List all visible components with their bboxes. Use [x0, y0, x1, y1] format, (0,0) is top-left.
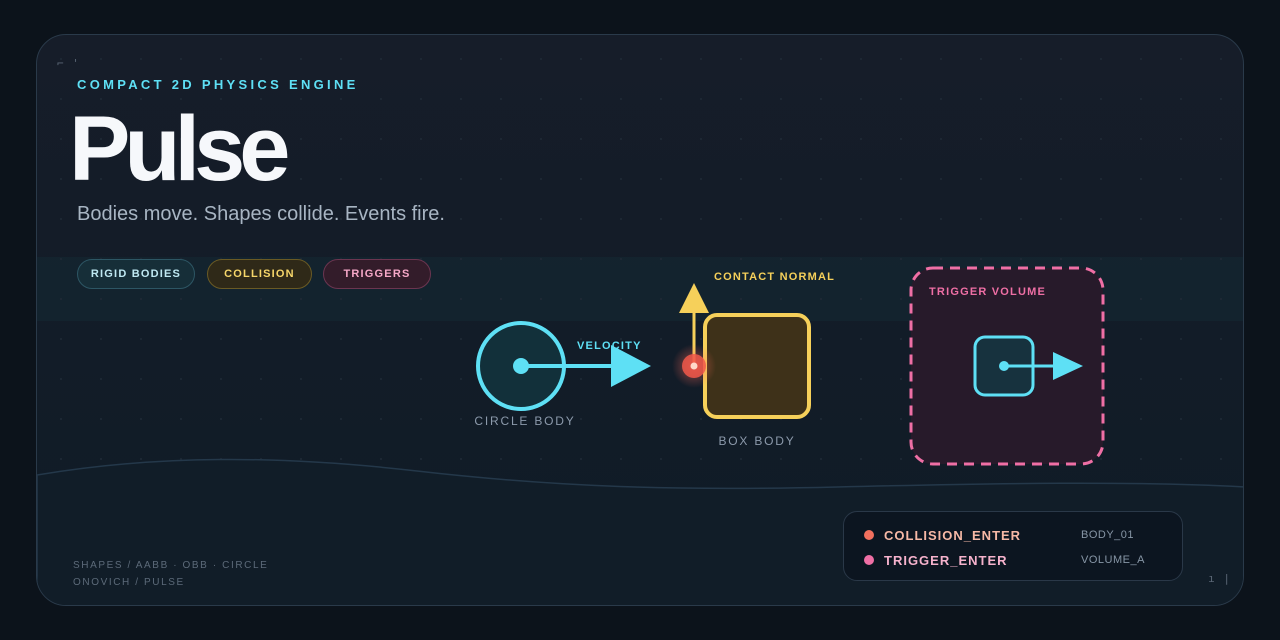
circle-body-label: CIRCLE BODY	[474, 414, 575, 428]
corner-mark-top-left: ⌐ '	[57, 57, 80, 70]
page-subtitle: Bodies move. Shapes collide. Events fire…	[77, 203, 445, 225]
eyebrow-label: COMPACT 2D PHYSICS ENGINE	[77, 77, 359, 92]
event-name: COLLISION_ENTER	[884, 527, 1022, 543]
trigger-dot-icon	[864, 555, 874, 565]
event-name: TRIGGER_ENTER	[884, 552, 1008, 568]
event-target: BODY_01	[1081, 529, 1135, 541]
trigger-body	[973, 335, 1083, 397]
box-body	[703, 313, 811, 419]
velocity-label: VELOCITY	[577, 340, 642, 352]
hero-card: ⌐ ' ı | COMPACT 2D PHYSICS ENGINE Pulse …	[36, 34, 1244, 606]
event-log-panel: COLLISION_ENTER BODY_01 TRIGGER_ENTER VO…	[843, 511, 1183, 581]
trigger-volume-label: TRIGGER VOLUME	[929, 286, 1046, 298]
box-body-label: BOX BODY	[718, 434, 795, 448]
event-row-collision[interactable]: COLLISION_ENTER BODY_01	[864, 526, 1164, 544]
physics-diagram: VELOCITY CIRCLE BODY BOX BODY CONTACT NO…	[474, 266, 1105, 466]
footer-shapes: SHAPES / AABB · OBB · CIRCLE	[73, 560, 269, 571]
event-row-trigger[interactable]: TRIGGER_ENTER VOLUME_A	[864, 551, 1164, 569]
collision-dot-icon	[864, 530, 874, 540]
corner-mark-bottom-right: ı |	[1208, 572, 1231, 585]
event-target: VOLUME_A	[1081, 554, 1145, 566]
velocity-arrow	[521, 345, 651, 387]
page-title: Pulse	[69, 98, 290, 200]
tag-triggers[interactable]: TRIGGERS	[323, 259, 431, 289]
contact-normal-label: CONTACT NORMAL	[714, 271, 835, 283]
footer-credit: ONOVICH / PULSE	[73, 577, 185, 588]
contact-point-icon	[672, 344, 716, 388]
tag-rigid-bodies[interactable]: RIGID BODIES	[77, 259, 195, 289]
tag-collision[interactable]: COLLISION	[207, 259, 312, 289]
